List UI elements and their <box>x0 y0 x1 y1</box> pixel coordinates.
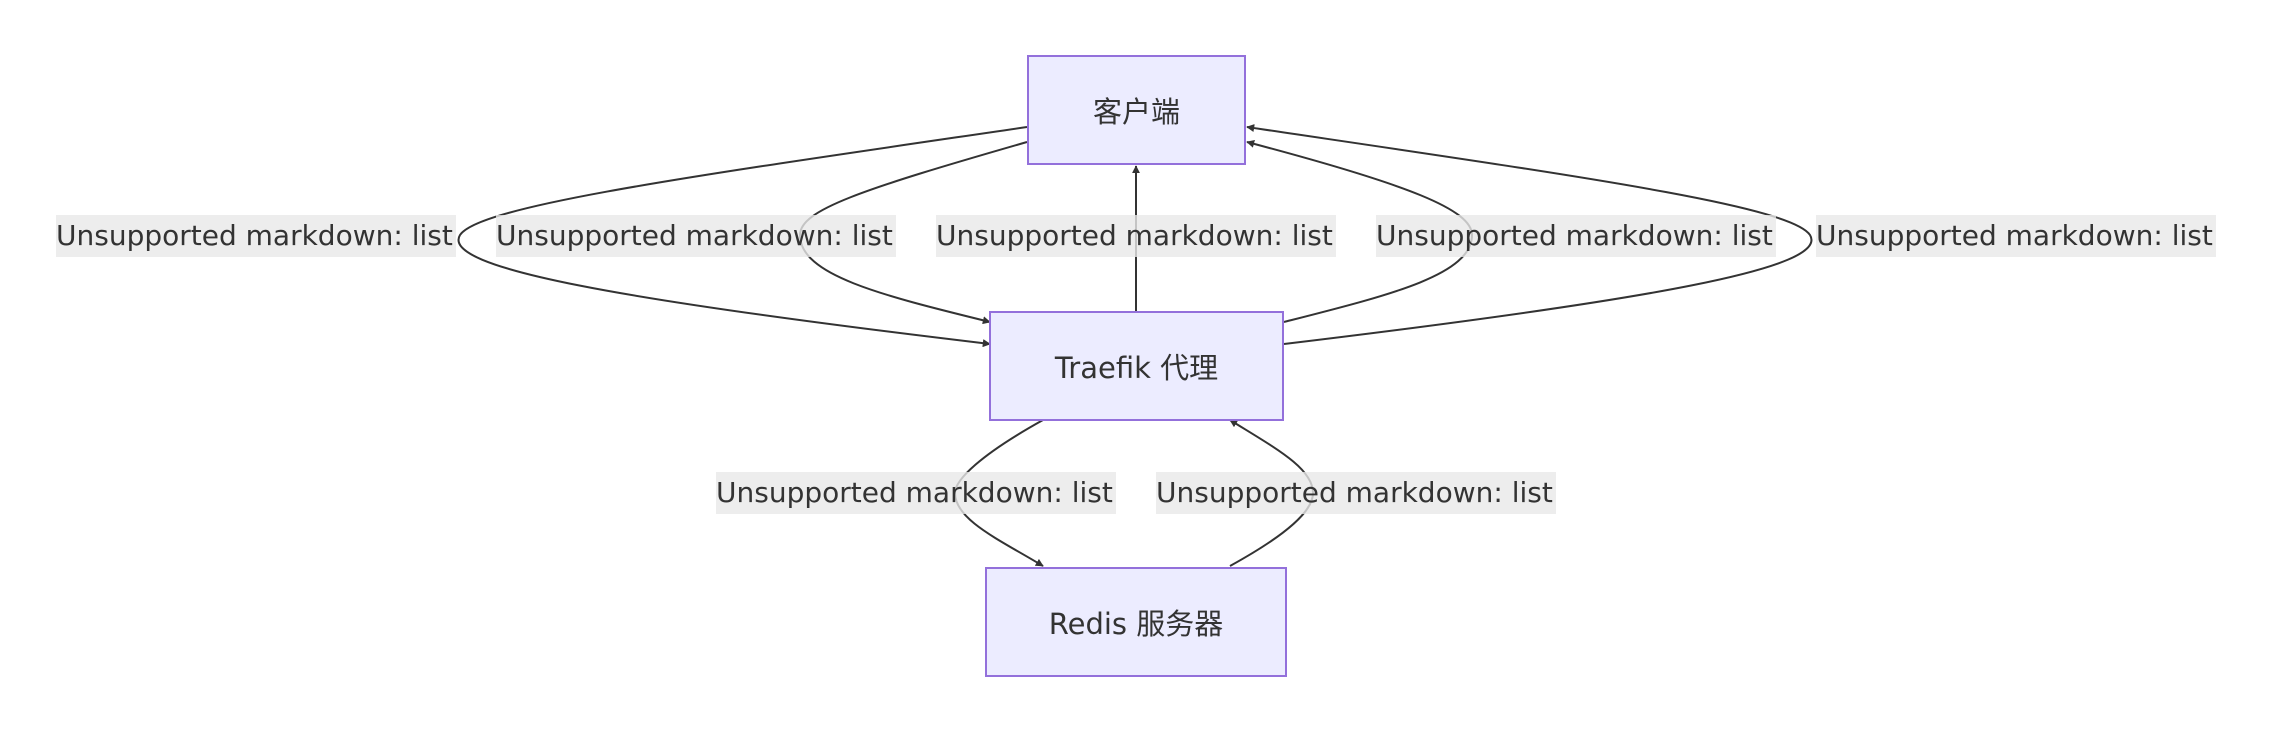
edge-traefik-to-client-outer-right <box>1246 124 1813 345</box>
edge-client-to-traefik-outer-left <box>457 126 1028 348</box>
edge-label-traefik-redis: Unsupported markdown: list <box>716 472 1116 514</box>
edge-label-client-traefik-inner-left: Unsupported markdown: list <box>496 215 896 257</box>
node-traefik: Traefik 代理 <box>989 311 1284 421</box>
node-client-label: 客户端 <box>1092 95 1180 129</box>
edge-label-traefik-client-inner-right: Unsupported markdown: list <box>1376 215 1776 257</box>
edge-label-client-traefik-outer-left: Unsupported markdown: list <box>56 215 456 257</box>
node-client: 客户端 <box>1027 55 1246 165</box>
node-redis-label: Redis 服务器 <box>1048 607 1224 641</box>
edge-label-traefik-client-center: Unsupported markdown: list <box>936 215 1336 257</box>
edge-label-redis-traefik: Unsupported markdown: list <box>1156 472 1556 514</box>
node-redis: Redis 服务器 <box>985 567 1287 677</box>
node-traefik-label: Traefik 代理 <box>1054 351 1219 385</box>
edge-label-traefik-client-outer-right: Unsupported markdown: list <box>1816 215 2216 257</box>
